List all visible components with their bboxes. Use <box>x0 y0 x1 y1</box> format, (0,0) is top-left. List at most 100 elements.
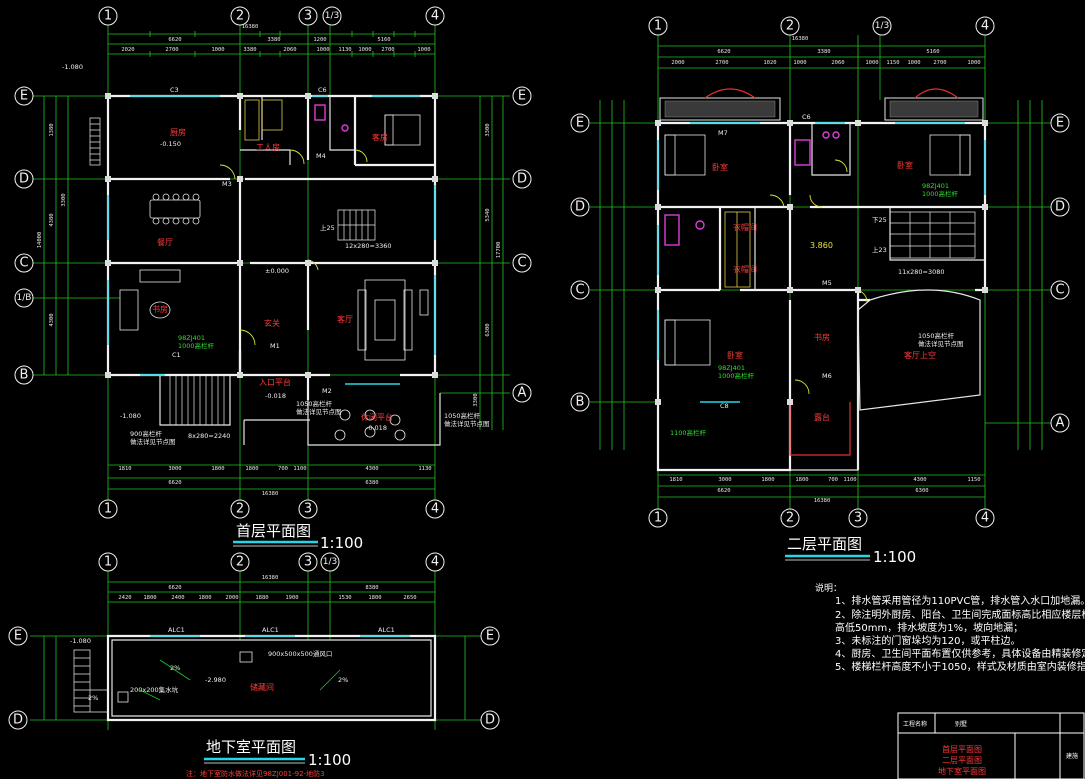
dim-top2: 2060 <box>283 47 296 53</box>
dim-bottom2: 6380 <box>365 480 378 486</box>
dim-bottom2: 6300 <box>915 488 928 494</box>
dim-top2: 1000 <box>967 60 980 66</box>
dim-right: 3300 <box>485 123 491 136</box>
window-tag: C6 <box>318 86 327 94</box>
first-floor-axis-bubbles: 1 2 3 1/3 4 1 2 3 4 E D C 1/B B E D C A <box>14 6 532 519</box>
stair-steps-b: 8x280=2240 <box>188 432 230 440</box>
main-stair <box>337 209 376 241</box>
axis-D: D <box>485 713 495 728</box>
tb-project: 别墅 <box>955 720 967 728</box>
dim-top2: 1900 <box>285 595 298 601</box>
std-label: 1000高栏杆 <box>922 189 959 198</box>
rail-note: 做法详见节点图 <box>296 407 342 416</box>
dim-top2: 1000 <box>417 47 430 53</box>
dim-top2: 2060 <box>831 60 844 66</box>
dim-right: 3300 <box>473 393 479 406</box>
elev-kitchen: -0.150 <box>160 140 181 148</box>
room-bed-left: 卧室 <box>712 162 728 172</box>
room-study: 书房 <box>814 332 830 342</box>
tb-drawing: 地下室平面图 <box>938 766 986 776</box>
dim-top2: 1000 <box>865 60 878 66</box>
axis-A: A <box>518 386 527 401</box>
dim-bottom: 4300 <box>365 466 378 472</box>
dim-bottom: 1130 <box>418 466 431 472</box>
dim-right: 6300 <box>485 323 491 336</box>
terrace-chairs <box>334 409 406 441</box>
axis-E: E <box>486 629 494 644</box>
rail-note: 1100高栏杆 <box>670 428 707 437</box>
slope: 2% <box>88 694 98 702</box>
window-tag: C6 <box>802 113 811 121</box>
axis-4: 4 <box>431 555 439 570</box>
door-tag: M6 <box>822 372 832 380</box>
axis-3: 3 <box>854 511 862 526</box>
axis-4: 4 <box>431 9 439 24</box>
dim-right: 5340 <box>485 208 491 221</box>
dim-top2: 2700 <box>381 47 394 53</box>
dim-bottom: 1150 <box>967 477 980 483</box>
room-bed-lower: 卧室 <box>727 350 743 360</box>
stair-up: 上23 <box>872 245 887 254</box>
tb-project-label: 工程名称 <box>903 720 927 728</box>
axis-E: E <box>576 116 584 131</box>
dim-top2: 1000 <box>907 60 920 66</box>
std-label: 98ZJ401 <box>718 364 745 372</box>
note-item: 5、楼梯栏杆高度不小于1050，样式及材质由室内装修指定。 <box>835 660 1085 673</box>
title-block: 工程名称 别墅 首层平面图 二层平面图 地下室平面图 建施 <box>897 712 1085 779</box>
axis-D: D <box>517 172 527 187</box>
living-sofa-set <box>357 279 429 361</box>
bed-left <box>664 134 706 176</box>
slope: 2% <box>170 664 180 672</box>
bath-fixtures <box>664 131 840 246</box>
rail-note: 做法详见节点图 <box>130 437 176 446</box>
slope: 2% <box>338 676 348 684</box>
room-closet-a: 衣帽间 <box>733 222 757 232</box>
dim-bottom: 1810 <box>118 466 131 472</box>
basement-plan: 16380 6620 8380 2420 1800 2400 1800 2000… <box>30 570 500 778</box>
stair-steps: 12x280=3360 <box>345 242 392 250</box>
dim-top: 8380 <box>365 585 378 591</box>
first-floor-plan: 16380 6620 3380 1200 5160 2020 2700 1000… <box>30 24 510 552</box>
dim-top2: 1020 <box>763 60 776 66</box>
axis-1: 1 <box>654 511 662 526</box>
closet-racks <box>724 211 751 288</box>
room-living: 客厅 <box>337 314 353 324</box>
axis-D: D <box>19 172 29 187</box>
dim-top: 6620 <box>717 49 730 55</box>
axis-4: 4 <box>981 511 989 526</box>
general-notes: 说明： 1、排水管采用管径为110PVC管，排水管入水口加地漏。 2、除注明外厨… <box>815 582 1085 673</box>
dim-bottom2: 16380 <box>262 491 279 497</box>
dim-top2: 2650 <box>403 595 416 601</box>
vent-note: 900x500x500通风口 <box>268 649 332 658</box>
basement-scale: 1:100 <box>308 751 351 769</box>
dim-bottom: 1810 <box>669 477 682 483</box>
room-kitchen: 厨房 <box>170 127 186 137</box>
second-floor-scale: 1:100 <box>873 548 916 566</box>
std-label: 98ZJ401 <box>178 334 205 342</box>
dim-bottom2: 6620 <box>168 480 181 486</box>
dim-top2: 2000 <box>671 60 684 66</box>
dim-left: 4380 <box>49 213 55 226</box>
dim-bottom2: 6620 <box>717 488 730 494</box>
axis-2: 2 <box>236 9 244 24</box>
dim-bottom: 700 <box>828 477 838 483</box>
room-entrance: 入口平台 <box>259 377 291 387</box>
elev-basement: -2.980 <box>205 676 226 684</box>
dim-total-top: 16380 <box>262 575 279 581</box>
dim-top2: 1000 <box>358 47 371 53</box>
door-tag: M2 <box>322 387 332 395</box>
bed-lower <box>664 319 711 366</box>
rail-note: 1050高栏杆 <box>296 399 333 408</box>
stair-steps: 11x280=3080 <box>898 268 945 276</box>
dim-top: 3380 <box>817 49 830 55</box>
axis-B: B <box>576 395 585 410</box>
axis-E: E <box>14 629 22 644</box>
axis-1-3: 1/3 <box>875 21 889 31</box>
basement-stair <box>73 649 108 713</box>
balcony-outline <box>789 402 851 456</box>
guest-bed <box>384 114 421 146</box>
axis-C: C <box>575 283 584 298</box>
dim-bottom: 1800 <box>245 466 258 472</box>
window-tag: C8 <box>720 402 729 410</box>
